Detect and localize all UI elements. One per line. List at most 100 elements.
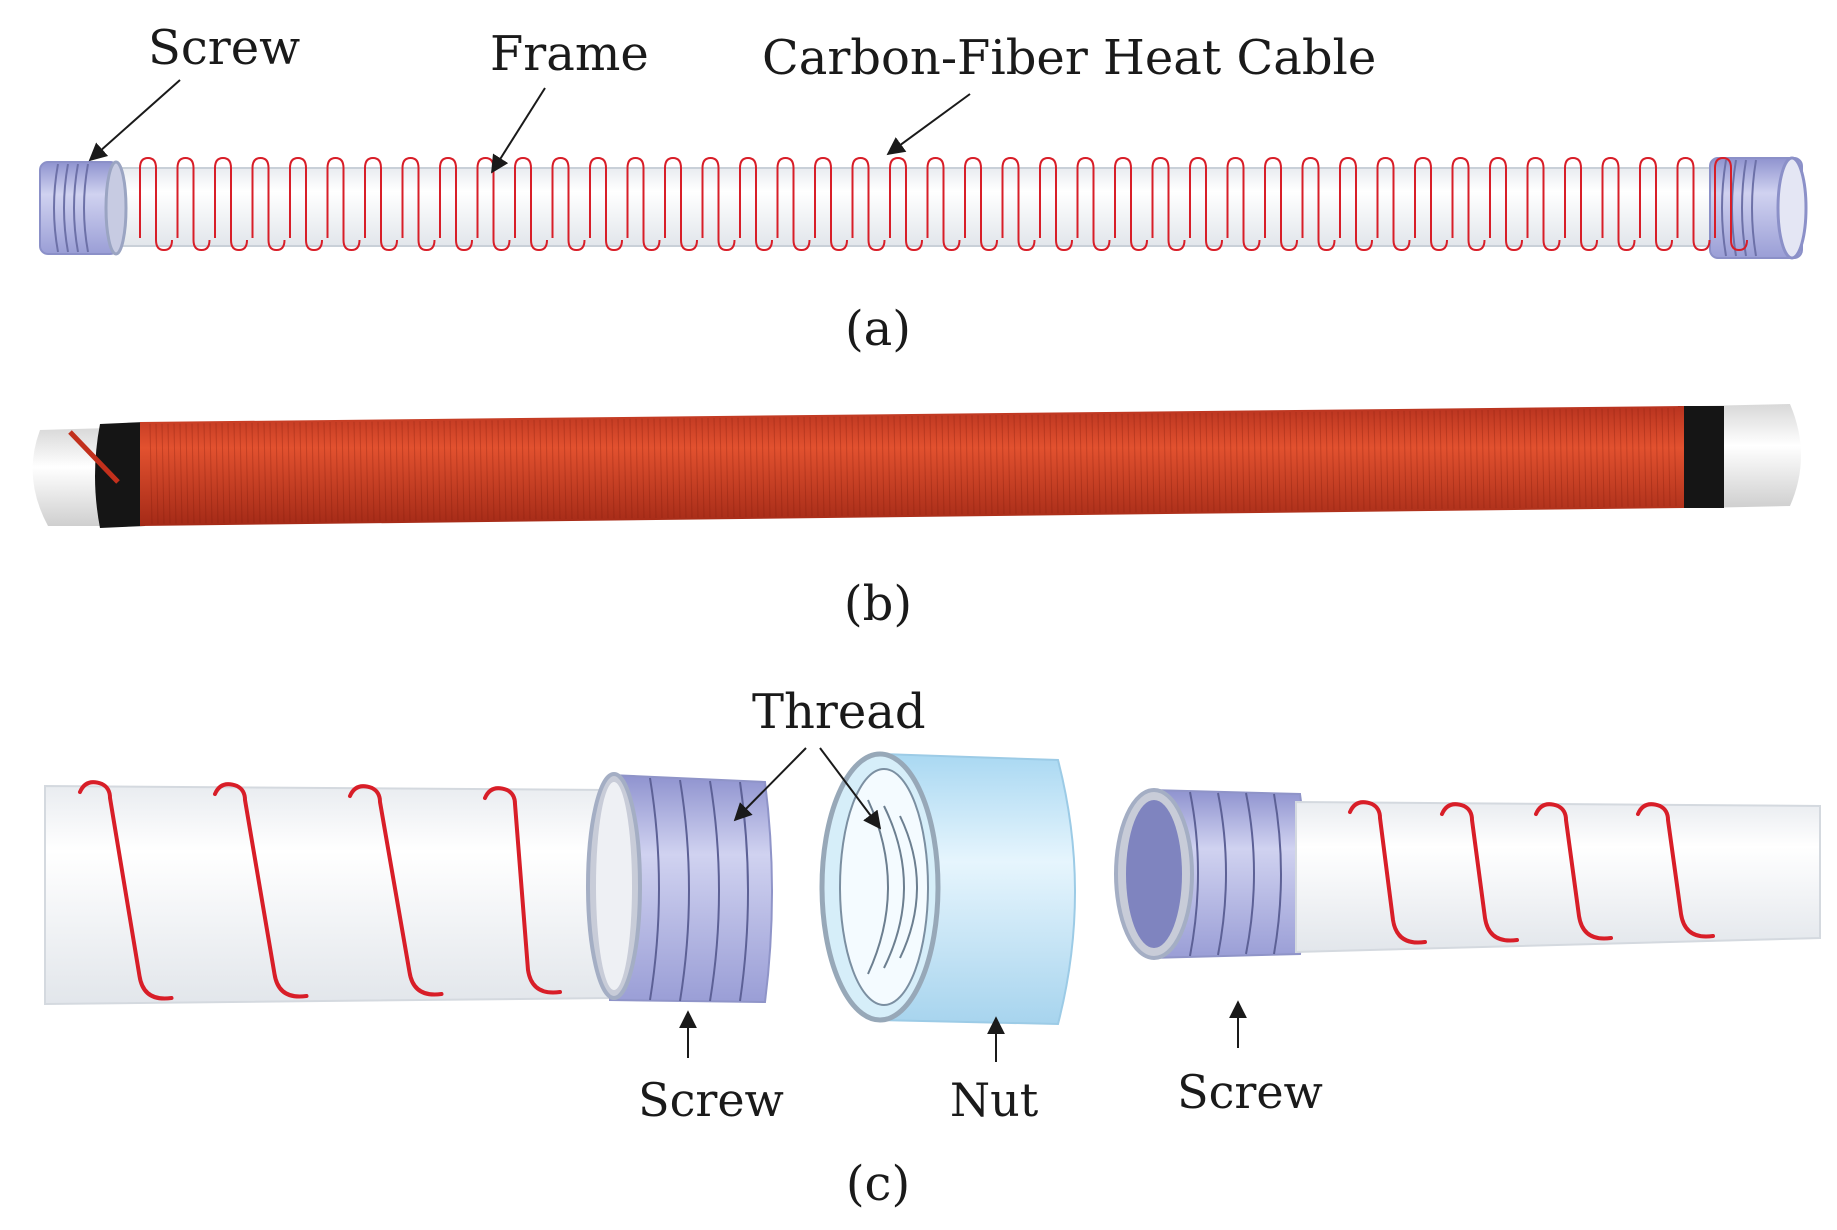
wrap-line bbox=[515, 420, 519, 520]
wrap-line bbox=[965, 415, 969, 515]
wrap-line bbox=[611, 419, 615, 519]
wrap-line bbox=[1547, 409, 1551, 508]
wrap-line bbox=[1121, 413, 1125, 513]
label-thread: Thread bbox=[752, 684, 926, 740]
wrap-line bbox=[1469, 410, 1473, 509]
wrap-line bbox=[221, 423, 225, 524]
wrap-line bbox=[929, 415, 933, 515]
left-pipe bbox=[44, 784, 611, 1006]
wrap-line bbox=[899, 416, 903, 516]
heat-cable-segment bbox=[1636, 802, 1715, 939]
wrap-line bbox=[1367, 411, 1371, 510]
wrap-line bbox=[1505, 409, 1509, 509]
wrap-line bbox=[431, 420, 435, 521]
wrap-line bbox=[1049, 414, 1053, 514]
wrap-line bbox=[485, 420, 489, 520]
wrap-line bbox=[401, 421, 405, 521]
wrap-line bbox=[1361, 411, 1365, 510]
wrap-line bbox=[1181, 413, 1185, 512]
wrap-line bbox=[533, 419, 537, 520]
wrap-line bbox=[989, 415, 993, 515]
wrap-line bbox=[1589, 408, 1593, 508]
wrap-line bbox=[1295, 412, 1299, 511]
wrap-line bbox=[1079, 414, 1083, 514]
wrap-line bbox=[1523, 409, 1527, 508]
wrap-line bbox=[1613, 408, 1617, 507]
wrap-line bbox=[341, 421, 345, 522]
wrap-line bbox=[335, 421, 339, 522]
wrap-line bbox=[911, 415, 915, 516]
wrap-line bbox=[983, 415, 987, 515]
arrow-screw bbox=[88, 79, 181, 162]
wrap-line bbox=[1595, 408, 1599, 508]
panel-c: Thread Screw Nut Screw (c) bbox=[44, 684, 1821, 1212]
wrap-line bbox=[1325, 411, 1329, 511]
wrap-line bbox=[803, 417, 807, 517]
wrap-line bbox=[701, 418, 705, 518]
wrap-line bbox=[1391, 411, 1395, 510]
wrap-line bbox=[947, 415, 951, 515]
wrap-line bbox=[581, 419, 585, 519]
wrap-line bbox=[857, 416, 861, 516]
wrap-line bbox=[1517, 409, 1521, 508]
wrap-line bbox=[551, 419, 555, 520]
wrap-line bbox=[293, 422, 297, 523]
wrap-line bbox=[1427, 410, 1431, 509]
wrap-line bbox=[677, 418, 681, 518]
wrap-line bbox=[635, 418, 639, 519]
wrap-line bbox=[917, 415, 921, 515]
wrap-line bbox=[317, 422, 321, 522]
wrap-line bbox=[1223, 412, 1227, 512]
wrap-line bbox=[923, 415, 927, 515]
wrap-line bbox=[815, 416, 819, 517]
wrap-line bbox=[1091, 414, 1095, 513]
wrap-line bbox=[1025, 414, 1029, 514]
wrap-line bbox=[203, 423, 207, 524]
wrap-line bbox=[1055, 414, 1059, 514]
wrap-line bbox=[1163, 413, 1167, 513]
wrap-line bbox=[353, 421, 357, 522]
wrap-line bbox=[1637, 408, 1641, 507]
wrap-line bbox=[1511, 409, 1515, 509]
panel-a: Screw Frame Carbon-Fiber Heat Cable (a) bbox=[39, 20, 1808, 357]
heat-cable-path bbox=[139, 156, 1748, 252]
wrap-line bbox=[413, 421, 417, 521]
wrap-line bbox=[1139, 413, 1143, 513]
wrap-line bbox=[1301, 411, 1305, 511]
wrap-line bbox=[737, 417, 741, 518]
wrap-line bbox=[1343, 411, 1347, 510]
wrap-line bbox=[1001, 415, 1005, 514]
wrap-line bbox=[359, 421, 363, 522]
wrap-line bbox=[683, 418, 687, 518]
wrap-line bbox=[1433, 410, 1437, 509]
wrap-line bbox=[1259, 412, 1263, 511]
wrap-line bbox=[1535, 409, 1539, 508]
wrap-line bbox=[383, 421, 387, 522]
wrap-line bbox=[617, 419, 621, 519]
wrap-line bbox=[1067, 414, 1071, 514]
wrap-line bbox=[1151, 413, 1155, 513]
wrap-line bbox=[233, 423, 237, 523]
wrap-line bbox=[1397, 410, 1401, 510]
wrap-line bbox=[1127, 413, 1131, 513]
wrap-line bbox=[629, 418, 633, 519]
wrap-line bbox=[755, 417, 759, 517]
wrap-line bbox=[809, 417, 813, 517]
wrap-line bbox=[743, 417, 747, 517]
wrap-line bbox=[545, 419, 549, 520]
wrap-line bbox=[1229, 412, 1233, 512]
wrap-line bbox=[1073, 414, 1077, 514]
arrow-cable bbox=[886, 93, 971, 156]
wrap-line bbox=[1475, 410, 1479, 509]
wrap-line bbox=[875, 416, 879, 516]
wrap-line bbox=[1415, 410, 1419, 510]
wrap-line bbox=[365, 421, 369, 522]
wrap-line bbox=[1349, 411, 1353, 510]
wrap-line bbox=[1421, 410, 1425, 510]
label-screw-left: Screw bbox=[638, 1073, 784, 1127]
heat-cable-segment bbox=[483, 786, 562, 995]
label-nut: Nut bbox=[950, 1073, 1039, 1127]
wrap-line bbox=[557, 419, 561, 520]
wrap-line bbox=[395, 421, 399, 522]
wrap-line bbox=[1007, 414, 1011, 514]
